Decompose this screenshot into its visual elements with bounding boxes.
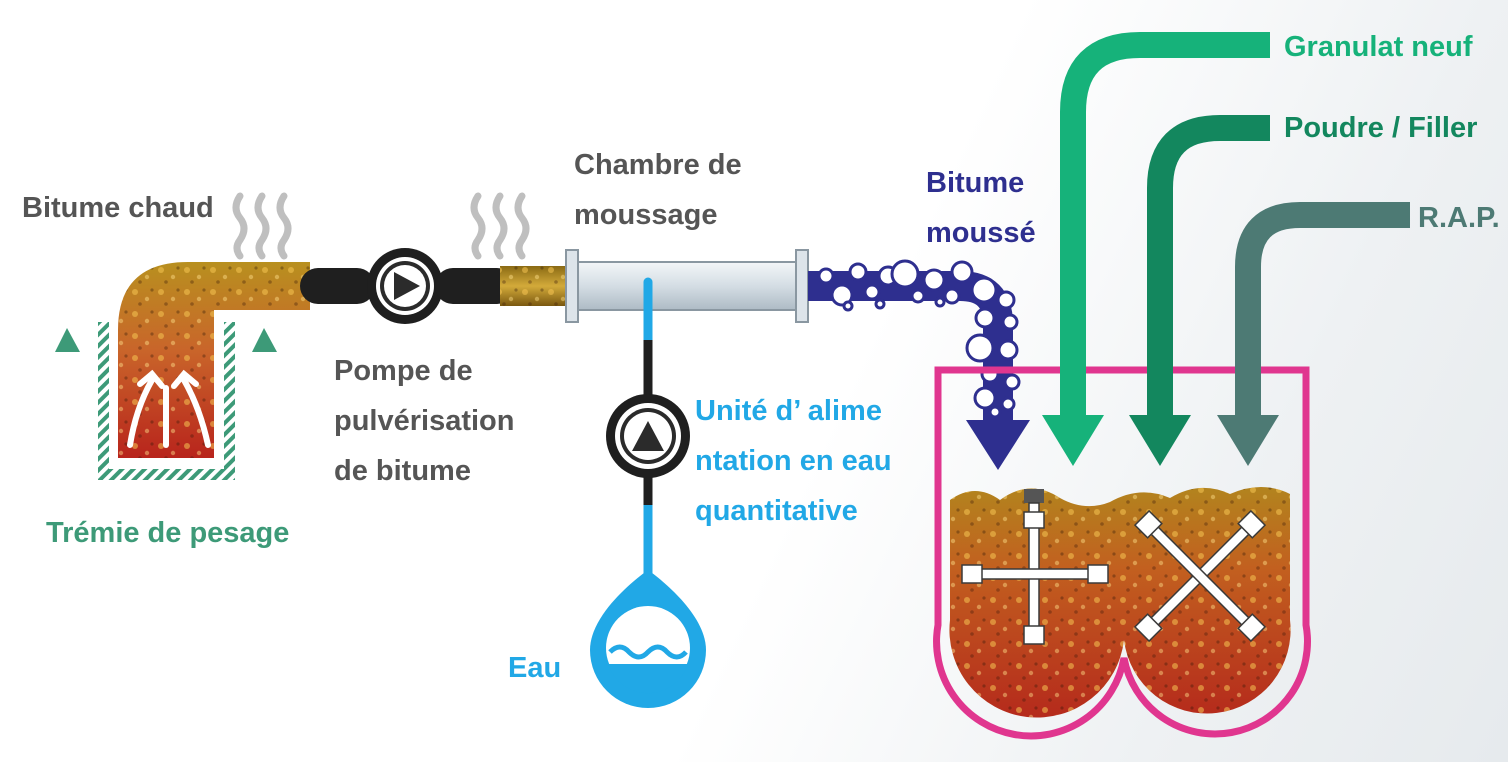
spray-pump-label: Pompe de pulvérisation de bitume [334, 355, 515, 487]
hopper-marker-left [55, 328, 80, 352]
new-aggregate-label: Granulat neuf [1284, 31, 1473, 63]
hot-bitumen-pipe [118, 262, 310, 458]
water-label: Eau [508, 652, 562, 684]
rap-label: R.A.P. [1418, 202, 1500, 234]
weigh-hopper [55, 322, 277, 480]
chamber-body [577, 261, 797, 311]
water-pump-icon [606, 394, 690, 478]
bitumen-pipe-right [435, 268, 515, 304]
water-drop-icon [590, 570, 706, 708]
rap-arrow [1217, 202, 1410, 466]
bitumen-pipe-left [300, 268, 375, 304]
chamber-flange-right [795, 249, 809, 323]
foam-arrow-head [966, 420, 1030, 470]
mixer-walls [933, 366, 1311, 740]
foamed-bitumen-pipe [808, 259, 1030, 470]
foaming-chamber-label: Chambre de moussage [574, 149, 742, 231]
hot-bitumen-label: Bitume chaud [22, 192, 214, 224]
heat-arrows-icon [127, 369, 211, 448]
hopper-marker-right [252, 328, 277, 352]
pump-icon [367, 248, 443, 324]
weigh-hopper-label: Trémie de pesage [46, 517, 290, 549]
twin-shaft-mixer [933, 366, 1311, 740]
steam-icon [470, 192, 530, 260]
mixer-paddle-icon [961, 489, 1109, 645]
foamed-bitumen-label: Bitume moussé [926, 167, 1036, 249]
new-aggregate-arrow [1042, 32, 1270, 466]
foaming-chamber [565, 249, 809, 323]
chamber-flange-left [565, 249, 579, 323]
mixer-paddle-icon [1133, 509, 1267, 643]
water-unit-label: Unité d’ alime ntation en eau quantitati… [695, 395, 892, 527]
filler-label: Poudre / Filler [1284, 112, 1478, 144]
filler-arrow [1129, 115, 1270, 466]
steam-icon [232, 192, 292, 260]
